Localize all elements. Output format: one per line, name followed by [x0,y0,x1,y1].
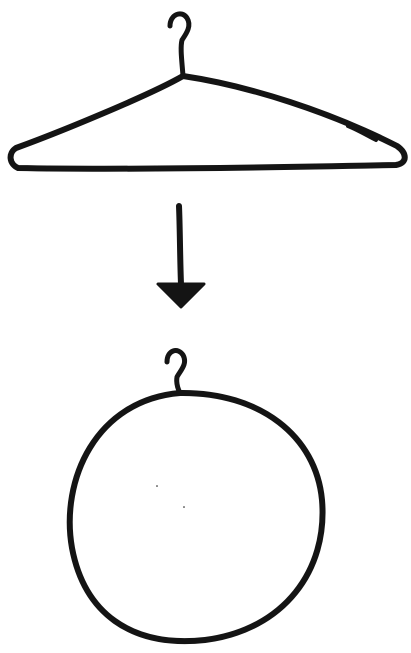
speck [156,485,158,487]
hanger-hook [170,14,189,76]
circular-wire-hanger-icon [70,351,323,642]
down-arrow-icon [158,206,204,307]
arrow-head [158,284,204,307]
round-hanger-hook [167,351,185,393]
arrow-shaft [179,206,181,284]
hanger-body [11,76,405,169]
speck [183,506,185,508]
round-hanger-ring [70,393,323,641]
triangular-wire-hanger-icon [11,14,405,169]
